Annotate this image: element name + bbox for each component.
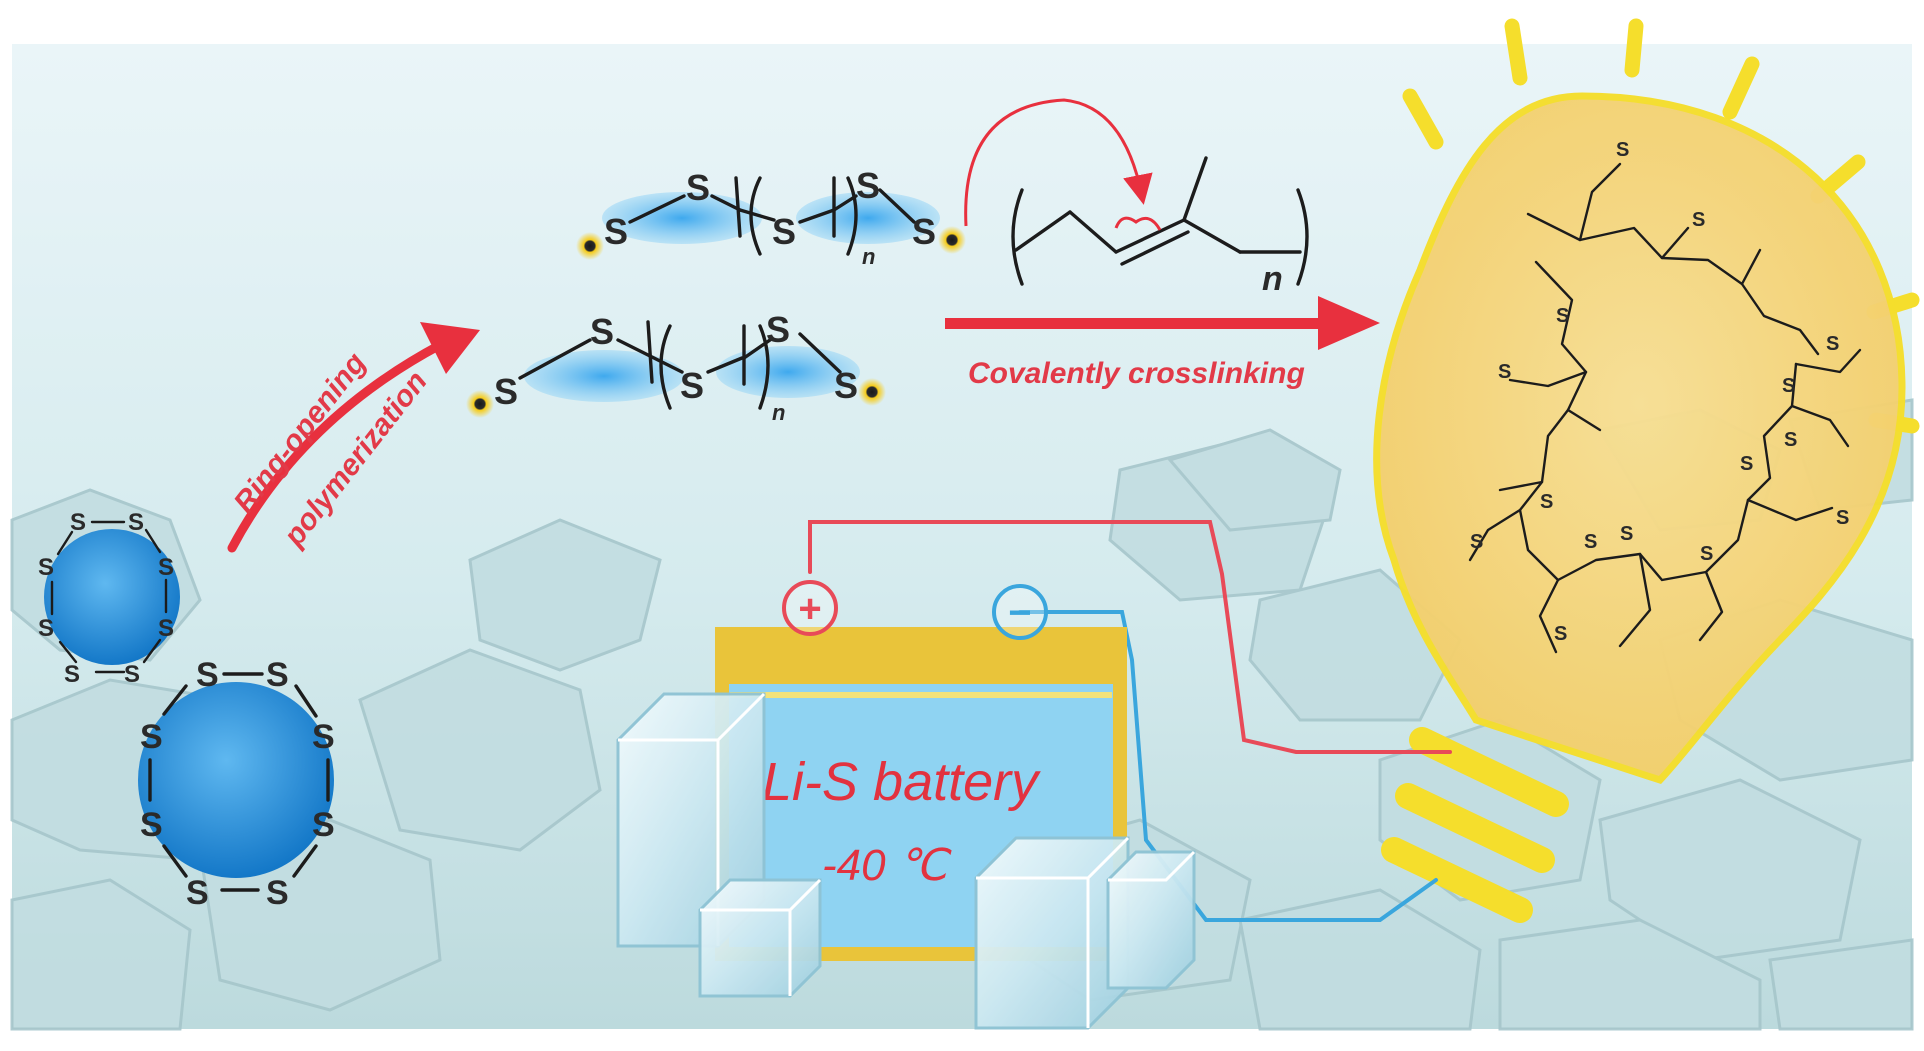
s8-ring-large-atoms: S S S S S S S S	[140, 656, 335, 912]
atom-s: S	[1616, 139, 1629, 161]
atom-s: S	[1556, 305, 1569, 327]
atom-s: S	[1498, 361, 1511, 383]
radical-dot	[466, 390, 494, 418]
repeat-subscript: n	[772, 400, 785, 425]
atom-s: S	[1700, 543, 1713, 565]
crosslinking-label: Covalently crosslinking	[968, 357, 1305, 390]
s8-ring-small-bonds	[50, 520, 168, 674]
atom-s: S	[266, 656, 289, 694]
atom-s: S	[1540, 491, 1553, 513]
polysulfide-chain-bottom: S S S S S n	[466, 309, 886, 425]
radical-dot	[858, 378, 886, 406]
crosslinked-network	[1468, 162, 1862, 654]
atom-s: S	[912, 211, 936, 252]
atom-s: S	[1620, 523, 1633, 545]
ice-cube-icon	[1106, 850, 1196, 990]
atom-s: S	[186, 874, 209, 912]
atom-s: S	[158, 615, 174, 642]
s8-ring-large-core	[138, 682, 334, 878]
atom-s: S	[1584, 531, 1597, 553]
atom-s: S	[494, 371, 518, 412]
atom-s: S	[856, 165, 880, 206]
atom-s: S	[772, 211, 796, 252]
atom-s: S	[1470, 531, 1483, 553]
s8-ring-large-bonds	[148, 672, 330, 892]
wires	[808, 520, 1452, 922]
atom-s: S	[38, 554, 54, 581]
s8-ring-small: S S S S S S S S	[38, 509, 180, 688]
atom-s: S	[312, 806, 335, 844]
radical-dot	[576, 232, 604, 260]
atom-s: S	[590, 311, 614, 352]
atom-s: S	[70, 509, 86, 536]
negative-wire	[1018, 610, 1438, 922]
s8-ring-small-atoms: S S S S S S S S	[38, 509, 174, 688]
atom-s: S	[1836, 507, 1849, 529]
negative-terminal-icon: −	[992, 584, 1048, 640]
atom-s: S	[266, 874, 289, 912]
s8-ring-large: S S S S S S S S	[138, 656, 335, 912]
s8-ring-small-core	[44, 529, 180, 665]
atom-s: S	[1740, 453, 1753, 475]
crosslinking-arrow: Covalently crosslinking	[945, 296, 1380, 390]
atom-s: S	[766, 309, 790, 350]
radical-dot	[938, 226, 966, 254]
battery-temperature: -40 ℃	[822, 841, 952, 890]
atom-s: S	[1554, 623, 1567, 645]
atom-s: S	[158, 554, 174, 581]
ice-cube-icon	[974, 836, 1130, 1030]
negative-terminal-label: −	[1008, 591, 1031, 635]
atom-s: S	[1782, 375, 1795, 397]
atom-s: S	[196, 656, 219, 694]
atom-s: S	[604, 211, 628, 252]
atom-s: S	[834, 365, 858, 406]
atom-s: S	[1692, 209, 1705, 231]
polyisoprene-unit: n	[964, 98, 1309, 298]
atom-s: S	[140, 718, 163, 756]
repeat-subscript: n	[862, 244, 875, 269]
positive-terminal-label: +	[798, 587, 821, 631]
atom-s: S	[140, 806, 163, 844]
atom-s: S	[1826, 333, 1839, 355]
light-bulb-icon	[1373, 18, 1920, 923]
atom-s: S	[38, 615, 54, 642]
crosslinked-network-atoms: S S S S S S S S S S S S S S S	[1470, 139, 1849, 645]
atom-s: S	[312, 718, 335, 756]
battery-name: Li-S battery	[762, 752, 1041, 812]
atom-s: S	[1784, 429, 1797, 451]
atom-s: S	[124, 661, 140, 688]
polysulfide-chain-top: S S S S S n	[576, 165, 966, 269]
atom-s: S	[680, 365, 704, 406]
atom-s: S	[64, 661, 80, 688]
atom-s: S	[686, 167, 710, 208]
positive-terminal-icon: +	[782, 580, 838, 636]
atom-s: S	[128, 509, 144, 536]
repeat-subscript: n	[1262, 260, 1283, 298]
positive-wire	[808, 520, 1452, 754]
ice-cube-icon	[698, 878, 822, 998]
